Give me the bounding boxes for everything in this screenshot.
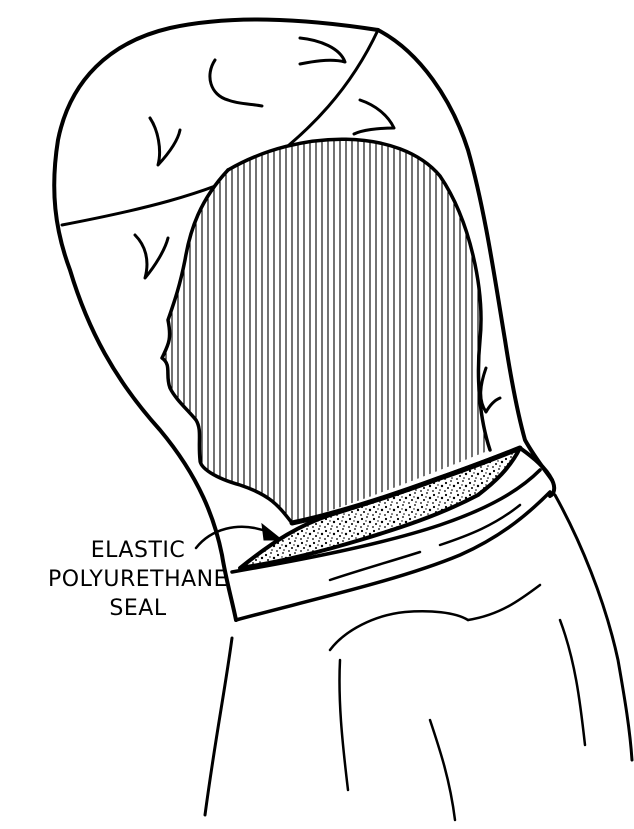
shoulder-crease (330, 611, 468, 650)
callout-line-1: ELASTIC (48, 536, 228, 565)
crease-mark (300, 38, 345, 64)
body-left-line (205, 638, 232, 815)
crease-mark (481, 368, 500, 412)
crease-mark (150, 118, 180, 165)
shoulder-crease (339, 660, 348, 790)
crease-mark (210, 60, 262, 106)
crease-mark (135, 235, 168, 278)
callout-arrowhead (262, 524, 282, 540)
crease-mark (354, 100, 394, 134)
shoulder-crease (560, 620, 585, 745)
shoulder-crease (430, 720, 455, 820)
callout-line-3: SEAL (48, 594, 228, 623)
seal-callout-label: ELASTIC POLYURETHANE SEAL (48, 536, 228, 623)
body-right-line (555, 495, 632, 760)
callout-line-2: POLYURETHANE (48, 565, 228, 594)
shoulder-crease (468, 585, 540, 620)
